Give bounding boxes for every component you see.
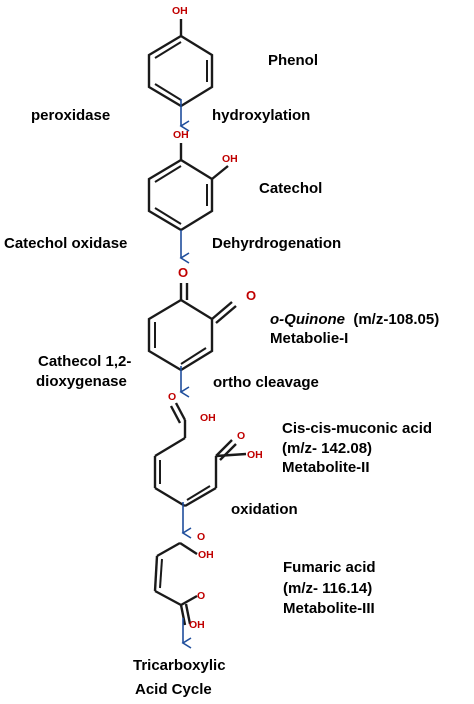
fumaric-mz: (m/z- 116.14) [283, 580, 373, 597]
step1-enzyme: peroxidase [31, 107, 111, 124]
muconic-hydroxyl-2-label: OH [247, 449, 263, 461]
muconic-oxygen-2-label: O [237, 430, 246, 442]
step2-enzyme: Catechol oxidase [4, 235, 128, 252]
step3-enzyme-line2: dioxygenase [36, 373, 127, 390]
step3-enzyme-line1: Cathecol 1,2- [38, 353, 132, 370]
muconic-oxygen-1-label: O [168, 391, 177, 403]
fumaric-name: Fumaric acid [283, 559, 376, 576]
step4-reaction: oxidation [231, 501, 298, 518]
quinone-name: o-Quinone (m/z-108.05) [270, 311, 439, 329]
fumaric-acid-structure [153, 541, 198, 626]
step3-reaction: ortho cleavage [213, 374, 319, 391]
quinone-name-italic: o-Quinone [270, 311, 345, 328]
fumaric-oxygen-2-label: O [197, 590, 206, 602]
phenol-hydroxyl-label: OH [172, 5, 188, 17]
step1-reaction: hydroxylation [212, 107, 311, 124]
quinone-structure [147, 283, 237, 372]
quinone-oxygen-1-label: O [178, 265, 189, 280]
step2-reaction: Dehyrdrogenation [212, 235, 342, 252]
muconic-metabolite: Metabolite-II [282, 459, 370, 476]
muconic-name: Cis-cis-muconic acid [282, 420, 433, 437]
catechol-name: Catechol [259, 180, 323, 197]
catechol-structure [147, 143, 229, 232]
phenol-name: Phenol [268, 52, 319, 69]
fumaric-hydroxyl-2-label: OH [189, 619, 205, 631]
tca-cycle-line1: Tricarboxylic [133, 657, 226, 674]
catechol-hydroxyl-2-label: OH [222, 153, 238, 165]
muconic-hydroxyl-1-label: OH [200, 412, 216, 424]
muconic-acid-structure [153, 402, 247, 508]
catechol-hydroxyl-1-label: OH [173, 129, 189, 141]
fumaric-hydroxyl-1-label: OH [198, 549, 214, 561]
tca-cycle-line2: Acid Cycle [135, 681, 212, 698]
quinone-metabolite: Metabolie-I [270, 330, 349, 347]
quinone-mz: (m/z-108.05) [345, 311, 440, 328]
muconic-mz: (m/z- 142.08) [282, 440, 373, 457]
fumaric-oxygen-1-label: O [197, 531, 206, 543]
quinone-oxygen-2-label: O [246, 288, 257, 303]
phenol-structure [147, 19, 214, 108]
fumaric-metabolite: Metabolite-III [283, 600, 375, 617]
